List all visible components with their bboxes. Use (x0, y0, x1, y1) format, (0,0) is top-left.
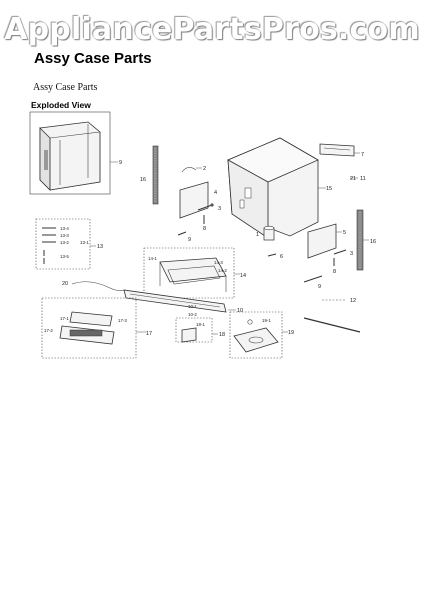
part-9-screw-left[interactable]: 9 (177, 231, 191, 243)
part-19-base[interactable]: 19-1 19 (229, 311, 294, 359)
part-3-screw-right[interactable]: 3 (333, 249, 353, 257)
callout-4: 4 (214, 190, 217, 196)
callout-3-right: 3 (350, 251, 353, 257)
callout-9-left: 9 (188, 237, 191, 243)
part-5-side-panel-right[interactable]: 5 (307, 223, 346, 259)
callout-17: 17 (146, 331, 152, 337)
callout-10-1: 10-1 (188, 304, 197, 309)
callout-13: 13 (97, 244, 103, 250)
callout-17-3: 17-3 (118, 318, 127, 323)
callout-13-2: 13-2 (60, 240, 69, 245)
part-10-front-strip[interactable]: 10 10-1 10-2 (123, 289, 243, 317)
callout-19: 19 (288, 330, 294, 336)
callout-14: 14 (240, 273, 246, 279)
callout-16-left: 16 (140, 177, 146, 183)
callout-8-left: 8 (203, 226, 206, 232)
callout-17-2: 17-2 (44, 328, 53, 333)
callout-2: 2 (203, 166, 206, 172)
callout-18-1: 18-1 (196, 322, 205, 327)
callout-7: 7 (361, 152, 364, 158)
callout-10-2: 10-2 (188, 312, 197, 317)
part-7-top-rail[interactable]: 7 (319, 143, 364, 158)
part-20-wire[interactable]: 20 (62, 281, 127, 291)
part-16-strip-right[interactable]: 16 (356, 209, 376, 271)
callout-21: 21 (350, 176, 356, 182)
callout-9-right: 9 (318, 284, 321, 290)
part-3-screw-left[interactable]: 3 (197, 203, 221, 212)
callout-3-left: 3 (218, 206, 221, 212)
callout-11: 11 (360, 176, 366, 182)
part-2-wire[interactable]: 2 (181, 166, 206, 173)
part-6-pin[interactable]: 6 (267, 253, 283, 260)
callout-12: 12 (350, 298, 356, 304)
callout-8-right: 8 (333, 269, 336, 275)
callout-9: 9 (119, 160, 122, 166)
watermark-text: AppliancePartsPros.com (4, 12, 420, 47)
callout-5: 5 (343, 230, 346, 236)
part-9-frame[interactable]: 9 (29, 111, 122, 195)
section-label: Exploded View (31, 100, 91, 110)
part-14-rack-assembly[interactable]: 14-1 14-3 14-2 14 (143, 247, 246, 299)
rod-diagonal[interactable] (303, 317, 361, 333)
callout-6: 6 (280, 254, 283, 260)
callout-13-3: 13-3 (60, 233, 69, 238)
part-4-side-panel[interactable]: 4 (179, 181, 217, 219)
part-17-control-panel[interactable]: 17-1 17-3 17-2 17 (41, 297, 152, 359)
part-13-hardware-kit[interactable]: 13-4 13-3 13-2 13-5 13-1 13 (35, 218, 103, 270)
callout-15: 15 (326, 186, 332, 192)
part-8-bracket-left[interactable]: 8 (203, 215, 206, 232)
callout-13-5: 13-5 (60, 254, 69, 259)
callout-14-1: 14-1 (148, 256, 157, 261)
part-8-bracket-right[interactable]: 8 (333, 258, 336, 275)
part-18-component[interactable]: 18-1 18 (175, 317, 225, 343)
callout-1: 1 (256, 232, 259, 238)
diagram-subtitle: Assy Case Parts (33, 82, 98, 93)
callout-18: 18 (219, 332, 225, 338)
part-15-outer-case[interactable]: 15 (227, 137, 332, 239)
callout-14-3: 14-3 (214, 260, 223, 265)
part-16-strip-left[interactable]: 16 (140, 145, 159, 205)
callout-16-right: 16 (370, 239, 376, 245)
callout-10: 10 (237, 308, 243, 314)
part-12-rod[interactable]: 12 (322, 298, 356, 304)
part-1-cylinder[interactable]: 1 (256, 225, 275, 241)
callout-13-1: 13-1 (80, 240, 89, 245)
part-9-rod-right[interactable]: 9 (303, 275, 323, 290)
callout-19-1: 19-1 (262, 318, 271, 323)
callout-17-1: 17-1 (60, 316, 69, 321)
page-title: Assy Case Parts (34, 50, 152, 67)
callout-14-2: 14-2 (218, 268, 227, 273)
callout-20: 20 (62, 281, 68, 287)
callout-13-4: 13-4 (60, 226, 69, 231)
part-11-clip[interactable]: 21 11 (350, 176, 366, 182)
